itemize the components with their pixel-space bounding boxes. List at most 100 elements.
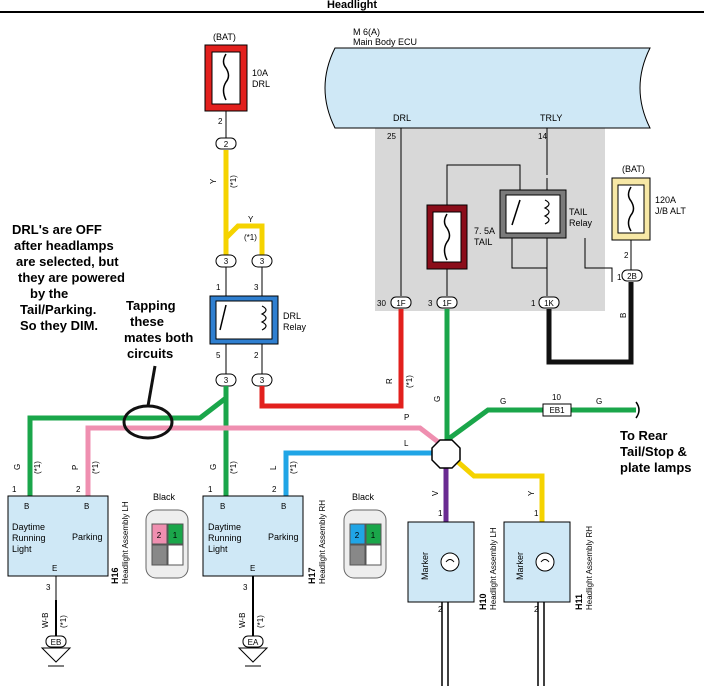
tail-relay-window xyxy=(505,194,561,234)
wire-r-star: (*1) xyxy=(405,375,414,388)
drl-note-1: DRL's are OFF xyxy=(12,222,102,237)
h17-drl-2: Running xyxy=(208,533,242,543)
drl-relay-pin1: 1 xyxy=(216,283,221,292)
rear-note-3: plate lamps xyxy=(620,460,692,475)
h11-pin2: 2 xyxy=(534,605,539,614)
drl-fuse-window xyxy=(211,51,241,105)
wire-end-icon xyxy=(635,401,640,419)
eb1-pin: 10 xyxy=(552,393,561,402)
h10-desc: Headlight Assembly LH xyxy=(489,527,498,610)
h10-id: H10 xyxy=(478,593,488,610)
drl-fuse-amp: 10A xyxy=(252,68,268,78)
svg-text:1: 1 xyxy=(173,531,178,540)
wire-g-rear-label2: G xyxy=(596,397,602,406)
wire-green-rear-a xyxy=(445,407,543,443)
h16-module xyxy=(7,495,109,577)
pin-30: 30 xyxy=(377,299,386,308)
tail-relay-switch-icon xyxy=(511,199,521,226)
tail-relay-feed xyxy=(446,164,521,205)
wire-p2-star: (*1) xyxy=(91,461,100,474)
black-label-1: Black xyxy=(153,492,176,502)
wire-v-label: V xyxy=(431,490,440,496)
drl-relay-coil-icon xyxy=(260,305,267,331)
h17-pin1: 1 xyxy=(208,485,213,494)
h11-filament-icon xyxy=(540,559,550,563)
h11-desc: Headlight Assembly RH xyxy=(585,526,594,610)
connector-eb1-label: EB1 xyxy=(549,406,565,415)
h17-drl-3: Light xyxy=(208,544,228,554)
tail-relay-line2: Relay xyxy=(569,218,593,228)
h16-parking: Parking xyxy=(72,532,103,542)
drl-note-5: by the xyxy=(30,286,68,301)
connector-2b-label: 2B xyxy=(627,272,637,281)
drl-note-3: are selected, but xyxy=(16,254,119,269)
tap-note-1: Tapping xyxy=(126,298,176,313)
h16-pin2: 2 xyxy=(76,485,81,494)
alt-fuse-amp: 120A xyxy=(655,195,676,205)
connector-eb1 xyxy=(542,403,572,417)
wire-wb2-star: (*1) xyxy=(256,615,265,628)
h16-pin1: 1 xyxy=(12,485,17,494)
pin-1: 1 xyxy=(531,299,536,308)
ecu-box xyxy=(324,47,651,129)
h17-desc: Headlight Assembly RH xyxy=(318,500,327,584)
svg-text:1: 1 xyxy=(371,531,376,540)
bat-right-label: (BAT) xyxy=(622,164,645,174)
tail-fuse-window xyxy=(432,211,462,263)
ecu-drl-label: DRL xyxy=(393,113,411,123)
alt-pin-2: 2 xyxy=(624,251,629,260)
svg-text:2: 2 xyxy=(355,531,360,540)
black-label-2: Black xyxy=(352,492,375,502)
drl-note-4: they are powered xyxy=(18,270,125,285)
drl-relay-line2: Relay xyxy=(283,322,307,332)
wire-black-b xyxy=(546,282,634,365)
wire-g-rear-label: G xyxy=(500,397,506,406)
tail-relay-link xyxy=(511,238,547,269)
wire-g1-star: (*1) xyxy=(33,461,42,474)
drl-relay-pin5: 5 xyxy=(216,351,221,360)
connector-3-d-label: 3 xyxy=(260,376,265,385)
wire-wb1-label: W-B xyxy=(41,613,50,628)
alt-fuse-window xyxy=(617,184,645,234)
wire-g2-star: (*1) xyxy=(229,461,238,474)
h10-pin1: 1 xyxy=(438,509,443,518)
tail-fuse-icon xyxy=(443,213,451,261)
wire-p-label: P xyxy=(404,413,409,422)
connector-1f-b xyxy=(436,296,458,309)
h10-part: Marker xyxy=(420,552,430,580)
ground-icon-eb xyxy=(40,647,72,663)
wire-wb2-label: W-B xyxy=(238,613,247,628)
ecu-ref: M 6(A) xyxy=(353,27,380,37)
h16-b2: B xyxy=(84,502,89,511)
connector-1k xyxy=(538,296,560,309)
wire-red-r xyxy=(259,309,404,409)
ecu-internal-area xyxy=(375,128,605,311)
rear-note-2: Tail/Stop & xyxy=(620,444,687,459)
drl-fuse-name: DRL xyxy=(252,79,270,89)
h16-drl-2: Running xyxy=(12,533,46,543)
connector-1f-b-label: 1F xyxy=(442,299,451,308)
h16-e: E xyxy=(52,564,57,573)
h16-pin3: 3 xyxy=(46,583,51,592)
h17-e: E xyxy=(250,564,255,573)
h11-bulb-icon xyxy=(535,552,555,572)
wire-l-label: L xyxy=(404,439,409,448)
h11-pin1: 1 xyxy=(534,509,539,518)
tap-note-4: circuits xyxy=(127,346,173,361)
h17-connector-face: 2 1 xyxy=(343,509,387,579)
h10-pin2: 2 xyxy=(438,605,443,614)
ecu-name: Main Body ECU xyxy=(353,37,417,47)
wire-green-h16 xyxy=(27,386,229,496)
drl-note-2: after headlamps xyxy=(14,238,114,253)
h17-pin2: 2 xyxy=(272,485,277,494)
h17-module xyxy=(202,495,304,577)
connector-1f-a-label: 1F xyxy=(396,299,405,308)
connector-eb-label: EB xyxy=(51,638,62,647)
connector-1k-label: 1K xyxy=(544,299,554,308)
alt-link xyxy=(584,238,613,282)
wire-r-label: R xyxy=(385,378,394,384)
splice-junction xyxy=(431,439,461,469)
connector-3-a-label: 3 xyxy=(224,257,229,266)
ecu-trly-label: TRLY xyxy=(540,113,562,123)
